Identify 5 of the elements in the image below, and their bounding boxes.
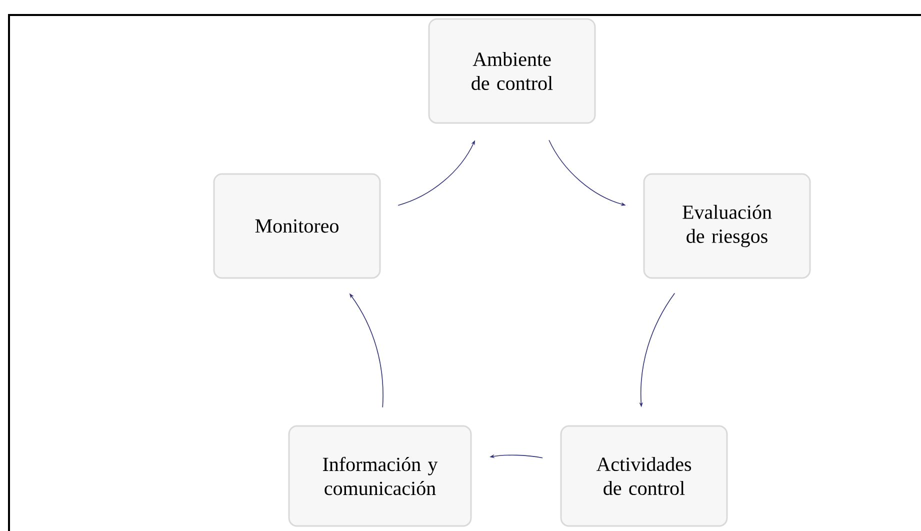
process-box: Monitoreo — [213, 173, 381, 279]
process-box: Información y comunicación — [288, 425, 472, 527]
process-box: Actividades de control — [560, 425, 728, 527]
process-box: Ambiente de control — [428, 18, 596, 124]
process-box: Evaluación de riesgos — [643, 173, 811, 279]
